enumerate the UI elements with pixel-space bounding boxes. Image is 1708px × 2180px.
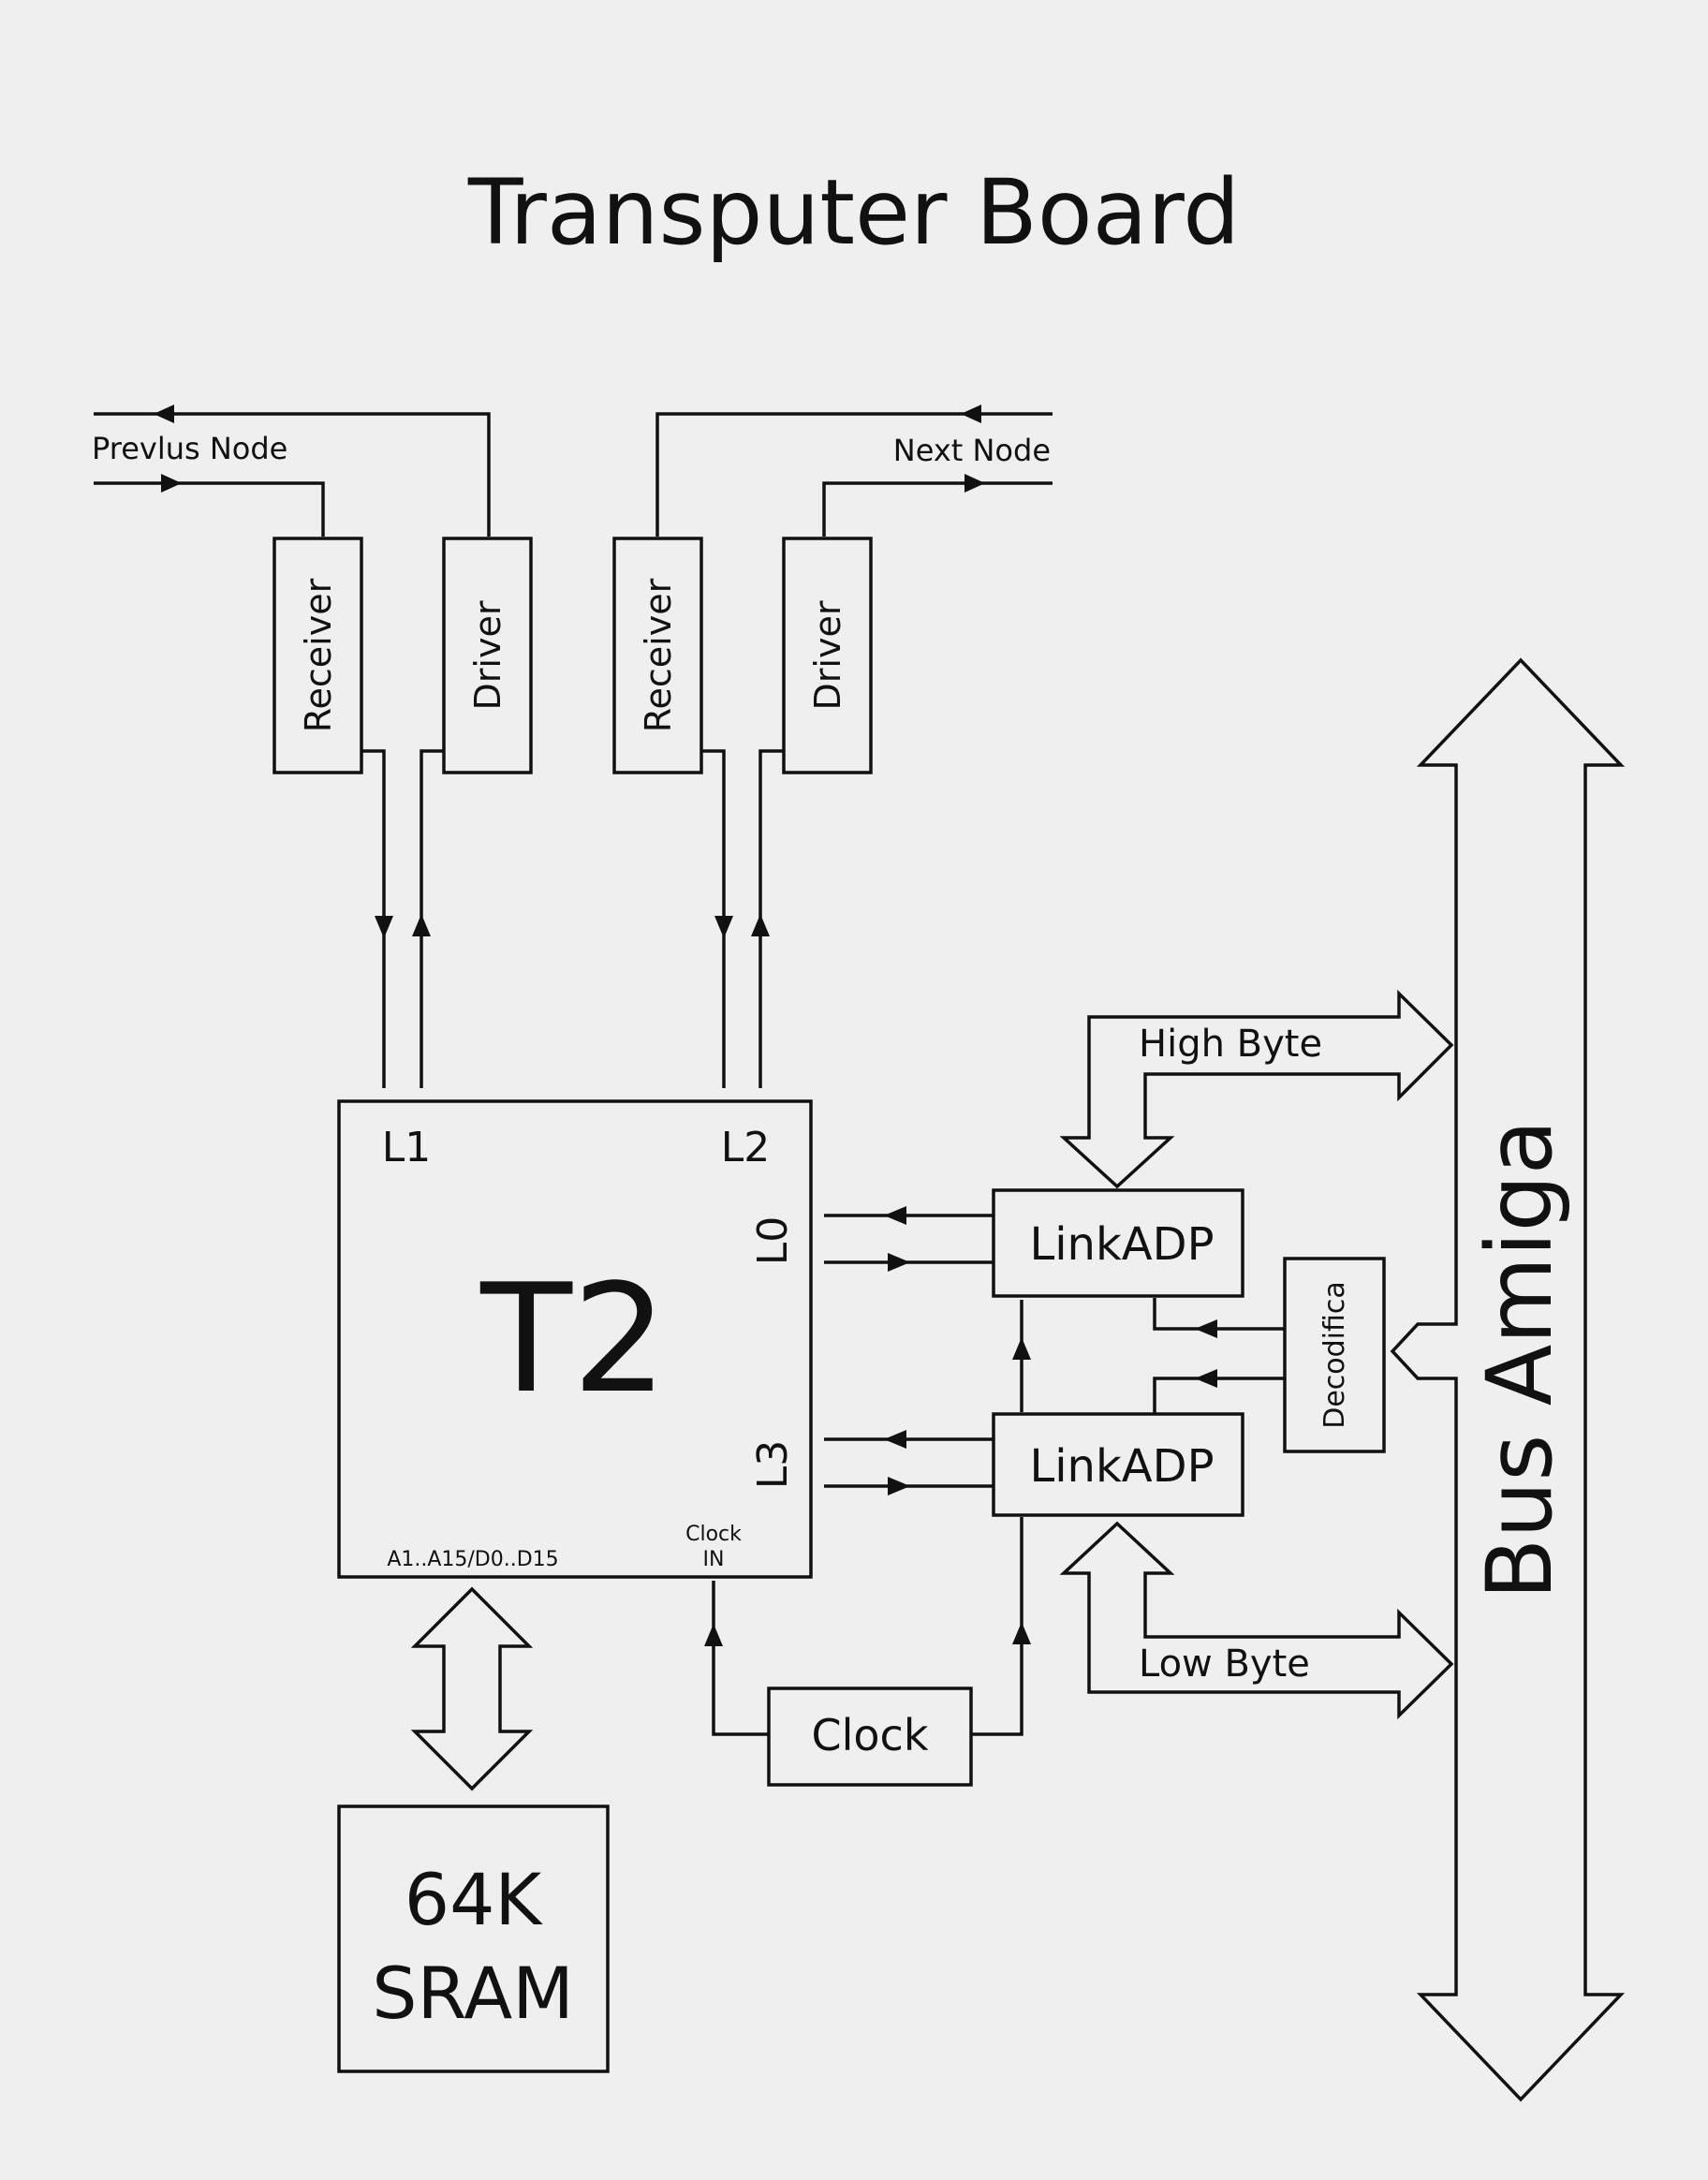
address-data-label: A1..A15/D0..D15 xyxy=(387,1548,558,1571)
sram-label-line2: SRAM xyxy=(372,1952,574,2035)
low-byte-label: Low Byte xyxy=(1139,1642,1310,1686)
t2-transputer-block: T2 L1 L2 L0 L3 A1..A15/D0..D15 Clock IN xyxy=(337,1099,813,1579)
clock-label: Clock xyxy=(812,1710,929,1760)
port-l0-label: L0 xyxy=(749,1216,797,1266)
link-l3-lines xyxy=(824,1430,993,1495)
bus-amiga-arrow xyxy=(1390,657,1626,2102)
sram-label-line1: 64K xyxy=(405,1858,544,1941)
clock-in-label-line1: Clock xyxy=(685,1523,742,1546)
high-byte-bus-arrow xyxy=(1059,989,1454,1189)
previous-node-lines xyxy=(94,405,491,537)
clock-in-label-line2: IN xyxy=(703,1548,725,1571)
next-node-lines xyxy=(655,405,1053,537)
sram-block: 64K SRAM xyxy=(337,1804,610,2073)
previous-node-label: Prevlus Node xyxy=(92,431,287,466)
decoder-block: Decodifica xyxy=(1283,1257,1386,1453)
receiver-right-block: Receiver xyxy=(612,537,703,774)
driver-left-block: Driver xyxy=(442,537,533,774)
low-byte-bus-arrow xyxy=(1059,1521,1454,1720)
receiver-right-label: Receiver xyxy=(638,578,679,732)
link-l2-lines xyxy=(701,749,784,1088)
next-node-label: Next Node xyxy=(893,433,1051,468)
clock-block: Clock xyxy=(767,1687,973,1787)
link-adp-top-block: LinkADP xyxy=(992,1188,1244,1298)
port-l3-label: L3 xyxy=(749,1440,797,1490)
diagram-title: Transputer Board xyxy=(467,160,1240,265)
decoder-label: Decodifica xyxy=(1318,1281,1351,1429)
clock-lines xyxy=(704,1300,1031,1736)
link-adp-bottom-block: LinkADP xyxy=(992,1412,1244,1517)
high-byte-label: High Byte xyxy=(1139,1023,1322,1066)
bus-amiga-label: Bus Amiga xyxy=(1467,1120,1572,1600)
receiver-left-label: Receiver xyxy=(298,578,339,732)
link-adp-bottom-label: LinkADP xyxy=(1029,1440,1214,1493)
link-l0-lines xyxy=(824,1206,993,1272)
driver-right-block: Driver xyxy=(782,537,873,774)
receiver-left-block: Receiver xyxy=(272,537,363,774)
sram-bus-arrow xyxy=(410,1586,534,1791)
driver-right-label: Driver xyxy=(807,600,848,710)
port-l1-label: L1 xyxy=(382,1124,432,1171)
link-l1-lines xyxy=(361,749,444,1088)
driver-left-label: Driver xyxy=(467,600,508,710)
t2-label: T2 xyxy=(479,1251,668,1426)
link-adp-top-label: LinkADP xyxy=(1029,1218,1214,1271)
port-l2-label: L2 xyxy=(721,1124,771,1171)
decoder-select-lines xyxy=(1153,1298,1284,1414)
